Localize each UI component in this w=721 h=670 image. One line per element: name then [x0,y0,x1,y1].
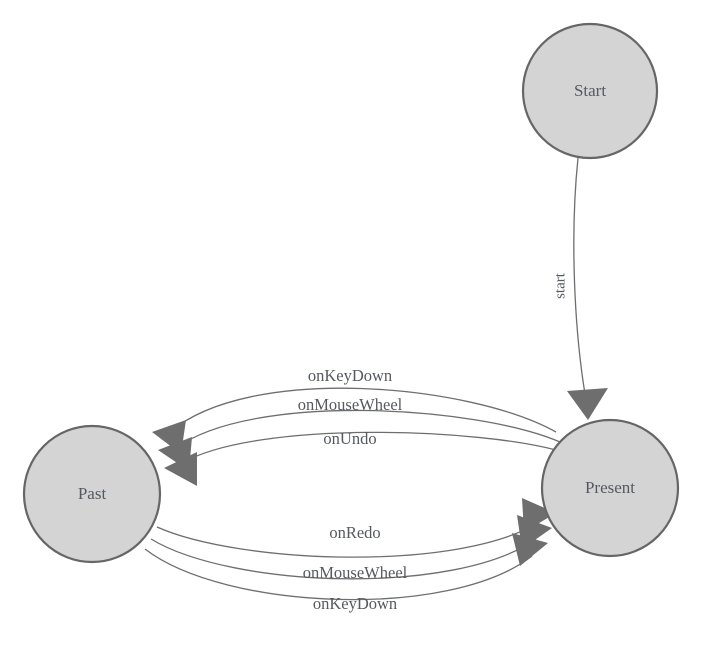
node-start-circle [521,22,659,160]
edge-present-to-past-keydown-path [169,387,557,433]
edge-past-to-present-redo[interactable]: onRedo [156,498,556,558]
edge-present-to-past-undo-path [181,431,564,464]
node-past-label: Past [78,484,107,503]
edge-present-to-past-undo[interactable]: onUndo [164,429,564,486]
edge-present-to-past-wheel-path [175,409,561,449]
node-present-label: Present [585,478,635,497]
edge-present-to-past-wheel-label: onMouseWheel [298,395,403,414]
node-present[interactable]: Present [540,418,680,558]
edge-past-to-present-redo-path [156,521,540,558]
node-past-circle [22,424,162,564]
node-past[interactable]: Past [22,424,162,564]
edge-start-to-present-arrowhead [567,388,608,420]
edge-past-to-present-keydown-path [144,548,533,601]
edge-past-to-present-keydown-label: onKeyDown [313,594,397,613]
edge-past-to-present-keydown[interactable]: onKeyDown [144,533,548,613]
edge-start-to-present[interactable]: start [552,157,608,420]
edge-present-to-past-undo-arrowhead [164,452,197,486]
edge-present-to-past-undo-label: onUndo [323,429,376,448]
edge-past-to-present-wheel-path [150,538,537,580]
node-start[interactable]: Start [521,22,659,160]
edge-start-to-present-label: start [552,272,568,299]
node-start-label: Start [574,81,606,100]
edge-start-to-present-path [573,157,587,401]
edge-past-to-present-keydown-arrowhead [512,533,548,566]
edge-past-to-present-wheel-label: onMouseWheel [303,563,408,582]
node-present-circle [540,418,680,558]
edge-past-to-present-redo-label: onRedo [329,523,380,542]
edge-present-to-past-keydown-label: onKeyDown [308,366,392,385]
